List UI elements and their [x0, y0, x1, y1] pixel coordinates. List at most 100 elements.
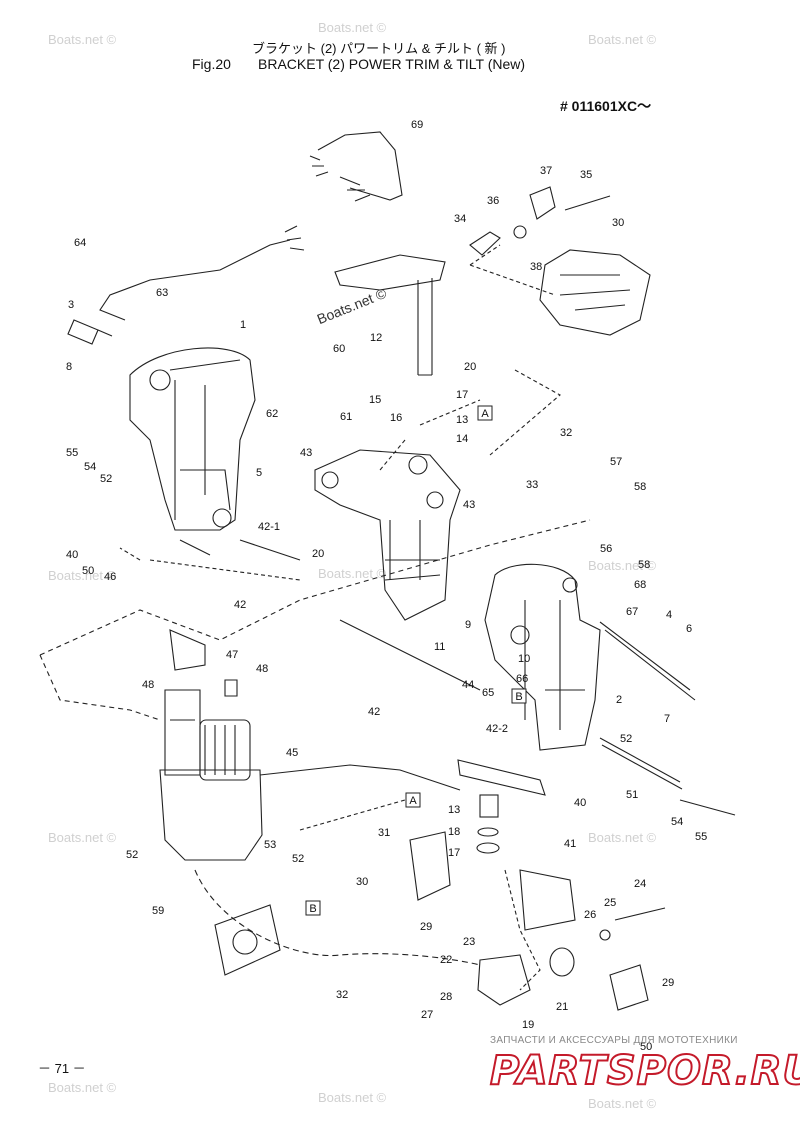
callout-13: 13 — [448, 804, 460, 816]
callout-25: 25 — [604, 897, 616, 909]
page-number: － 71 － — [38, 1061, 86, 1076]
trim-motor-45 — [199, 719, 251, 781]
callout-27: 27 — [421, 1009, 433, 1021]
callout-21: 21 — [556, 1001, 568, 1013]
callout-17: 17 — [456, 389, 468, 401]
plate-40 — [457, 759, 546, 796]
callout-17: 17 — [448, 847, 460, 859]
callout-11: 11 — [434, 641, 445, 653]
gasket-29 — [409, 831, 451, 901]
callout-50: 50 — [82, 565, 94, 577]
callout-30: 30 — [612, 217, 624, 229]
ref-box-b: B — [309, 903, 316, 915]
callout-18: 18 — [448, 826, 460, 838]
callout-20: 20 — [312, 548, 324, 560]
callout-5: 5 — [256, 467, 262, 479]
callout-52: 52 — [620, 733, 632, 745]
callout-61: 61 — [340, 411, 352, 423]
callout-59: 59 — [152, 905, 164, 917]
japanese-title: ブラケット (2) パワートリム & チルト ( 新 ) — [252, 41, 506, 56]
callout-29: 29 — [420, 921, 432, 933]
callout-69: 69 — [411, 119, 423, 131]
watermark: Boats.net © — [48, 32, 117, 47]
harness-69 — [317, 131, 403, 201]
callout-45: 45 — [286, 747, 298, 759]
callout-3: 3 — [68, 299, 74, 311]
watermark: Boats.net © — [318, 566, 387, 581]
callout-16: 16 — [390, 412, 402, 424]
callout-8: 8 — [66, 361, 72, 373]
callout-63: 63 — [156, 287, 168, 299]
callout-50: 50 — [640, 1041, 652, 1053]
rod-51 — [599, 737, 683, 790]
rod-11 — [339, 619, 481, 691]
swivel-bracket-center — [314, 449, 461, 621]
callout-41: 41 — [564, 838, 576, 850]
callout-23: 23 — [463, 936, 475, 948]
callout-52: 52 — [100, 473, 112, 485]
trim-cylinder — [164, 689, 201, 776]
callout-43: 43 — [463, 499, 475, 511]
bracket-22 — [477, 954, 531, 1006]
callout-32: 32 — [336, 989, 348, 1001]
callout-29: 29 — [662, 977, 674, 989]
callout-48: 48 — [256, 663, 268, 675]
callout-36: 36 — [487, 195, 499, 207]
callout-12: 12 — [370, 332, 382, 344]
callout-44: 44 — [462, 679, 474, 691]
plate-29 — [609, 964, 649, 1011]
ref-box-b: B — [515, 691, 522, 703]
brand-logo: PARTSPOR.RU — [489, 1047, 800, 1095]
callout-51: 51 — [626, 789, 638, 801]
watermark: Boats.net © — [48, 1080, 117, 1095]
callout-33: 33 — [526, 479, 538, 491]
callout-43: 43 — [300, 447, 312, 459]
callout-40: 40 — [66, 549, 78, 561]
watermark: Boats.net © — [48, 568, 117, 583]
shaft-12 — [417, 278, 433, 376]
watermark: Boats.net © — [48, 830, 117, 845]
callout-42-1: 42-1 — [258, 521, 280, 533]
callout-48: 48 — [142, 679, 154, 691]
bushing-21 — [549, 947, 575, 977]
callout-42: 42 — [368, 706, 380, 718]
callout-40: 40 — [574, 797, 586, 809]
swivel-housing-38 — [539, 249, 651, 336]
figure-number: Fig.20 — [192, 56, 231, 72]
page-title: BRACKET (2) POWER TRIM & TILT (New) — [258, 56, 526, 72]
callout-7: 7 — [664, 713, 670, 725]
callout-60: 60 — [333, 343, 345, 355]
callout-42-2: 42-2 — [486, 723, 508, 735]
callout-10: 10 — [518, 653, 530, 665]
watermark: Boats.net © — [588, 32, 657, 47]
callout-55: 55 — [66, 447, 78, 459]
callout-9: 9 — [465, 619, 471, 631]
callout-67: 67 — [626, 606, 638, 618]
callout-58: 58 — [638, 559, 650, 571]
callout-26: 26 — [584, 909, 596, 921]
watermark: Boats.net © — [588, 830, 657, 845]
callout-64: 64 — [74, 237, 86, 249]
callout-13: 13 — [456, 414, 468, 426]
callout-14: 14 — [456, 433, 468, 445]
callout-42: 42 — [234, 599, 246, 611]
rod-7 — [599, 621, 696, 701]
stern-bracket-1 — [129, 347, 256, 531]
callout-68: 68 — [634, 579, 646, 591]
callout-54: 54 — [671, 816, 683, 828]
callout-66: 66 — [516, 673, 528, 685]
callout-57: 57 — [610, 456, 622, 468]
callout-58: 58 — [634, 481, 646, 493]
wire-63 — [99, 239, 291, 321]
callout-62: 62 — [266, 408, 278, 420]
callout-55: 55 — [695, 831, 707, 843]
callout-52: 52 — [126, 849, 138, 861]
callout-1: 1 — [240, 319, 246, 331]
callout-34: 34 — [454, 213, 466, 225]
callout-46: 46 — [104, 571, 116, 583]
callout-53: 53 — [264, 839, 276, 851]
callout-54: 54 — [84, 461, 96, 473]
callout-6: 6 — [686, 623, 692, 635]
callout-35: 35 — [580, 169, 592, 181]
watermark: Boats.net © — [318, 1090, 387, 1105]
